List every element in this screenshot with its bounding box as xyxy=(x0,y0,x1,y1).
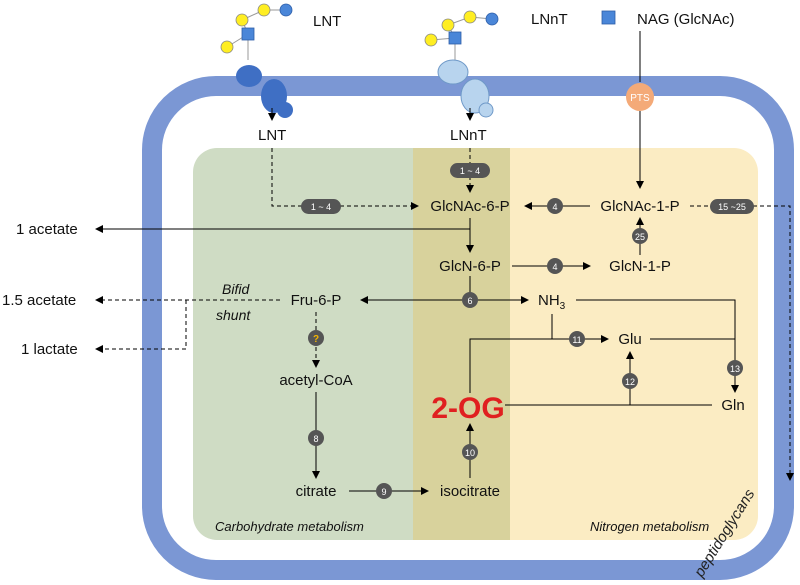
isocitrate-label: isocitrate xyxy=(440,483,500,500)
bifid-label: Bifid xyxy=(222,281,250,297)
svg-text:1 ~ 4: 1 ~ 4 xyxy=(311,202,331,212)
svg-text:12: 12 xyxy=(625,377,635,387)
step-badge-4-mid: 4 xyxy=(547,258,563,274)
acetate1-label: 1 acetate xyxy=(16,221,78,238)
glcn6p-label: GlcN-6-P xyxy=(439,258,501,275)
overlap-region-bottom xyxy=(413,500,510,540)
nag-label: NAG (GlcNAc) xyxy=(637,11,735,28)
svg-text:8: 8 xyxy=(313,434,318,444)
svg-text:6: 6 xyxy=(467,296,472,306)
overlap-region xyxy=(413,148,510,540)
pts-label: PTS xyxy=(630,93,650,104)
carbohydrate-label: Carbohydrate metabolism xyxy=(215,519,364,534)
nh3-base: NH xyxy=(538,292,560,309)
step-badge-6: 6 xyxy=(462,292,478,308)
step-badge-8: 8 xyxy=(308,430,324,446)
fru6p-label: Fru-6-P xyxy=(291,292,342,309)
svg-text:9: 9 xyxy=(381,487,386,497)
fru6p-to-lactate-arrow xyxy=(95,300,187,353)
pts-transporter-icon xyxy=(626,83,654,111)
svg-text:15 ~25: 15 ~25 xyxy=(718,202,746,212)
citrate-label: citrate xyxy=(296,483,337,500)
lnnt-transporter-icon xyxy=(437,59,494,118)
svg-text:4: 4 xyxy=(552,202,557,212)
step-badge-1-4-lnt: 1 ~ 4 xyxy=(301,199,341,214)
gln-label: Gln xyxy=(721,397,744,414)
glcnac1p-to-peptidoglycan-arrow xyxy=(690,205,794,481)
step-badge-4-top: 4 xyxy=(547,198,563,214)
nh3-subscript: 3 xyxy=(560,301,566,312)
glcnac1p-label: GlcNAc-1-P xyxy=(600,198,679,215)
nitrogen-label: Nitrogen metabolism xyxy=(590,519,709,534)
step-badge-15-25: 15 ~25 xyxy=(710,199,754,214)
lnt-to-glcnac6p-arrow xyxy=(271,148,419,210)
svg-text:10: 10 xyxy=(465,448,475,458)
svg-text:1 ~ 4: 1 ~ 4 xyxy=(460,166,480,176)
glcn1p-label: GlcN-1-P xyxy=(609,258,671,275)
lactate-label: 1 lactate xyxy=(21,341,78,358)
step-badge-11: 11 xyxy=(569,331,585,347)
lnt-glycan-icon xyxy=(220,3,293,60)
svg-text:25: 25 xyxy=(635,232,645,242)
nag-square-icon xyxy=(601,10,616,25)
og2-label: 2-OG xyxy=(431,392,504,425)
lnt-inside-label: LNT xyxy=(258,127,286,144)
svg-text:?: ? xyxy=(313,334,319,345)
step-badge-10: 10 xyxy=(462,444,478,460)
step-badge-9: 9 xyxy=(376,483,392,499)
svg-text:4: 4 xyxy=(552,262,557,272)
svg-text:11: 11 xyxy=(572,335,581,345)
lnnt-label: LNnT xyxy=(531,11,568,28)
shunt-label: shunt xyxy=(216,307,251,323)
nh3-label: NH3 xyxy=(538,292,566,312)
og2-to-glu-arrow xyxy=(469,335,609,393)
lnnt-glycan-icon xyxy=(424,10,499,60)
step-badge-25: 25 xyxy=(632,228,648,244)
lnt-label: LNT xyxy=(313,13,341,30)
lnnt-inside-label: LNnT xyxy=(450,127,487,144)
glu-label: Glu xyxy=(618,331,641,348)
acetylcoa-label: acetyl-CoA xyxy=(279,372,352,389)
glcnac6p-label: GlcNAc-6-P xyxy=(430,198,509,215)
lnt-transporter-icon xyxy=(236,65,293,118)
acetate15-label: 1.5 acetate xyxy=(2,292,76,309)
step-badge-13: 13 xyxy=(727,360,743,376)
step-badge-question: ? xyxy=(308,330,324,346)
step-badge-1-4-lnnt: 1 ~ 4 xyxy=(450,163,490,178)
step-badge-12: 12 xyxy=(622,373,638,389)
svg-text:13: 13 xyxy=(730,364,740,374)
